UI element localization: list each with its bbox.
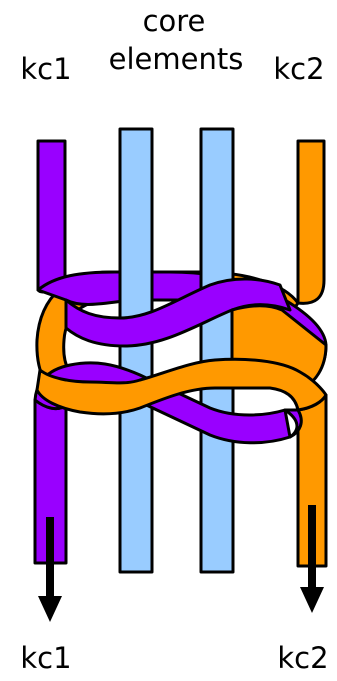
label-top-kc2: kc2 — [273, 52, 324, 86]
core-element-left — [120, 129, 152, 572]
label-core-line1: core — [143, 4, 206, 38]
kc2-strand-top — [298, 141, 324, 303]
label-top-kc1: kc1 — [20, 52, 71, 86]
kc1-strand-top — [38, 141, 65, 292]
label-bottom-kc1: kc1 — [20, 641, 71, 675]
core-element-right — [201, 129, 233, 572]
label-bottom-kc2: kc2 — [277, 641, 328, 675]
label-core-line2: elements — [109, 42, 244, 76]
